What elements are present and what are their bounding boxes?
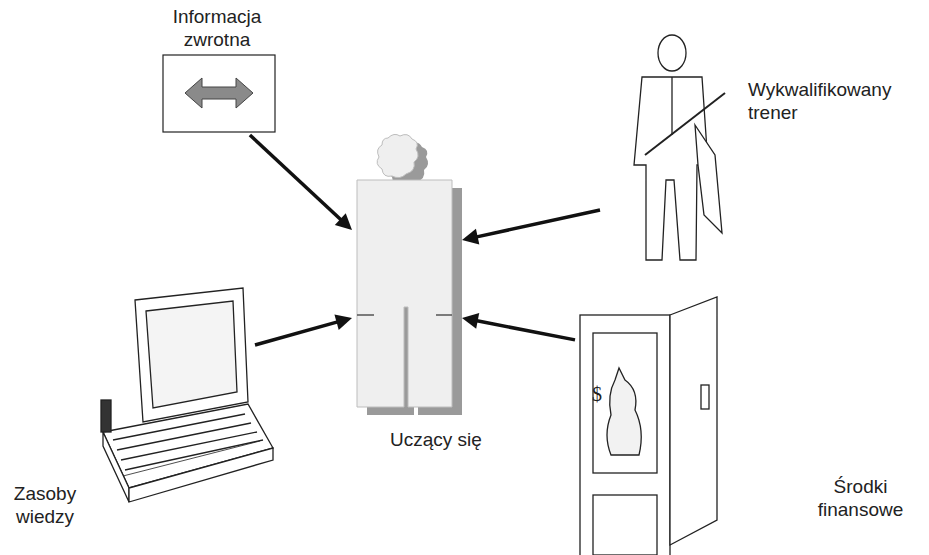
- safe-icon: [580, 297, 717, 555]
- trainer-node: Wykwalifikowany trener: [600, 15, 920, 270]
- laptop-icon: [101, 288, 273, 502]
- feedback-node: Informacja zwrotna: [150, 5, 285, 135]
- arrow-connector: [250, 135, 352, 230]
- learner-figure: [357, 134, 462, 415]
- node-label: Wykwalifikowany trener: [748, 78, 918, 124]
- node-label: Informacja zwrotna: [162, 5, 272, 51]
- arrow-connector: [462, 210, 600, 244]
- node-label: Zasoby wiedzy: [5, 482, 85, 528]
- node-label: Środki finansowe: [803, 475, 918, 521]
- arrow-connector: [462, 313, 575, 340]
- node-label: Uczący się: [390, 428, 540, 451]
- currency-sign: $: [592, 383, 602, 406]
- feedback-icon: [163, 55, 275, 132]
- arrow-connector: [255, 315, 352, 346]
- knowledge-node: Zasoby wiedzy: [5, 280, 255, 535]
- trainer-figure: [634, 35, 725, 260]
- learner-node: Uczący się: [352, 132, 462, 412]
- finance-node: Środki finansowe: [575, 295, 925, 553]
